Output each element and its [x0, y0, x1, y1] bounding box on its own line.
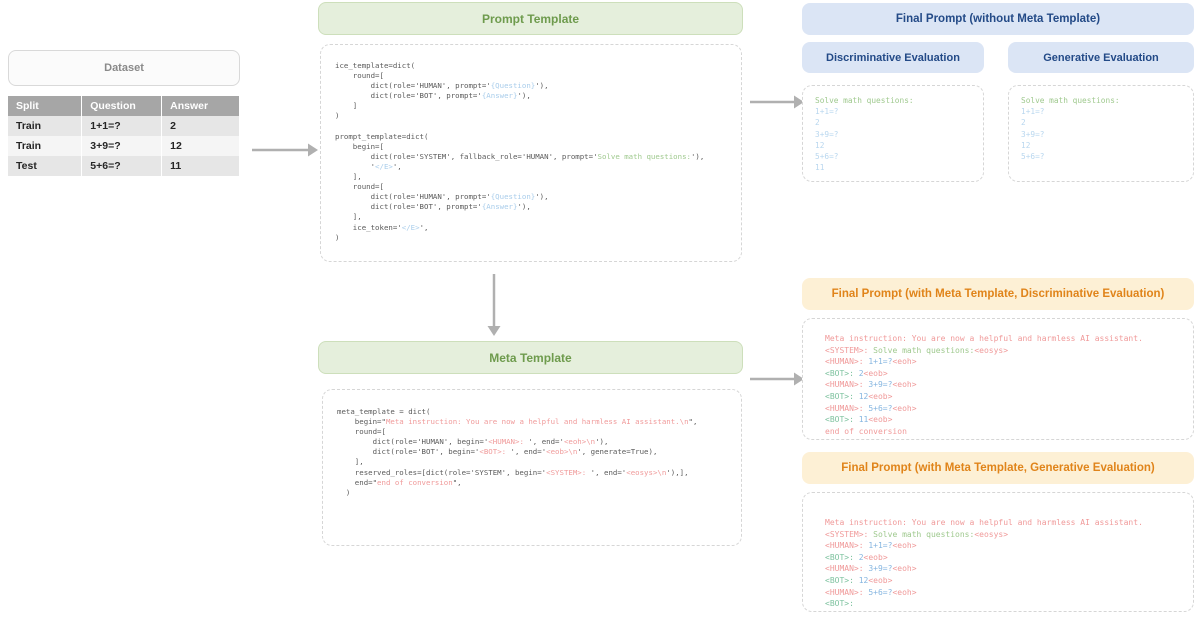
generative-evaluation-label-box: Generative Evaluation: [1008, 42, 1194, 73]
with-meta-generative-header: Final Prompt (with Meta Template, Genera…: [802, 452, 1194, 484]
with-meta-discriminative-text: Meta instruction: You are now a helpful …: [825, 334, 1143, 436]
meta-template-panel: meta_template = dict( begin="Meta instru…: [322, 389, 742, 546]
table-row: Train 1+1=? 2: [8, 116, 240, 136]
dataset-title: Dataset: [104, 62, 144, 74]
discriminative-output-text: Solve math questions: 1+1=? 2 3+9=? 12 5…: [815, 96, 914, 173]
meta-template-header-label: Meta Template: [489, 350, 572, 365]
with-meta-generative-text: Meta instruction: You are now a helpful …: [825, 518, 1143, 609]
prompt-template-panel: ice_template=dict( round=[ dict(role='HU…: [320, 44, 742, 262]
column-header-split: Split: [8, 96, 83, 116]
without-meta-header: Final Prompt (without Meta Template): [802, 3, 1194, 35]
discriminative-output-panel: Solve math questions: 1+1=? 2 3+9=? 12 5…: [802, 85, 984, 182]
without-meta-header-label: Final Prompt (without Meta Template): [895, 13, 1101, 25]
meta-template-code: meta_template = dict( begin="Meta instru…: [337, 407, 698, 497]
table-row: Test 5+6=? 11: [8, 156, 240, 176]
meta-template-header: Meta Template: [318, 341, 743, 374]
prompt-template-header: Prompt Template: [318, 2, 743, 35]
arrow-prompt-to-meta-icon: [487, 274, 501, 336]
cell-answer: 2: [161, 116, 240, 136]
cell-question: 1+1=?: [81, 116, 163, 136]
cell-split: Train: [8, 116, 83, 136]
discriminative-evaluation-label-box: Discriminative Evaluation: [802, 42, 984, 73]
column-header-question: Question: [81, 96, 163, 116]
cell-split: Test: [8, 156, 83, 176]
table-row: Train 3+9=? 12: [8, 136, 240, 156]
with-meta-discriminative-panel: Meta instruction: You are now a helpful …: [802, 318, 1194, 440]
discriminative-evaluation-label: Discriminative Evaluation: [826, 51, 960, 64]
prompt-template-header-label: Prompt Template: [481, 11, 580, 26]
cell-answer: 12: [161, 136, 240, 156]
with-meta-discriminative-header-label: Final Prompt (with Meta Template, Discri…: [831, 288, 1165, 300]
arrow-meta-to-final-icon: [750, 372, 804, 386]
cell-answer: 11: [161, 156, 240, 176]
with-meta-generative-panel: Meta instruction: You are now a helpful …: [802, 492, 1194, 612]
generative-output-panel: Solve math questions: 1+1=? 2 3+9=? 12 5…: [1008, 85, 1194, 182]
with-meta-generative-header-label: Final Prompt (with Meta Template, Genera…: [841, 462, 1155, 474]
arrow-prompt-to-final-icon: [750, 95, 804, 109]
cell-split: Train: [8, 136, 83, 156]
dataset-table: Split Question Answer Train 1+1=? 2 Trai…: [8, 96, 240, 176]
column-header-answer: Answer: [161, 96, 240, 116]
generative-evaluation-label: Generative Evaluation: [1043, 51, 1159, 64]
arrow-dataset-to-prompt-icon: [252, 143, 318, 157]
generative-output-text: Solve math questions: 1+1=? 2 3+9=? 12 5…: [1021, 96, 1120, 162]
with-meta-discriminative-header: Final Prompt (with Meta Template, Discri…: [802, 278, 1194, 310]
cell-question: 3+9=?: [81, 136, 163, 156]
prompt-template-code: ice_template=dict( round=[ dict(role='HU…: [335, 61, 705, 242]
cell-question: 5+6=?: [81, 156, 163, 176]
table-header-row: Split Question Answer: [8, 96, 240, 116]
dataset-title-box: Dataset: [8, 50, 240, 86]
